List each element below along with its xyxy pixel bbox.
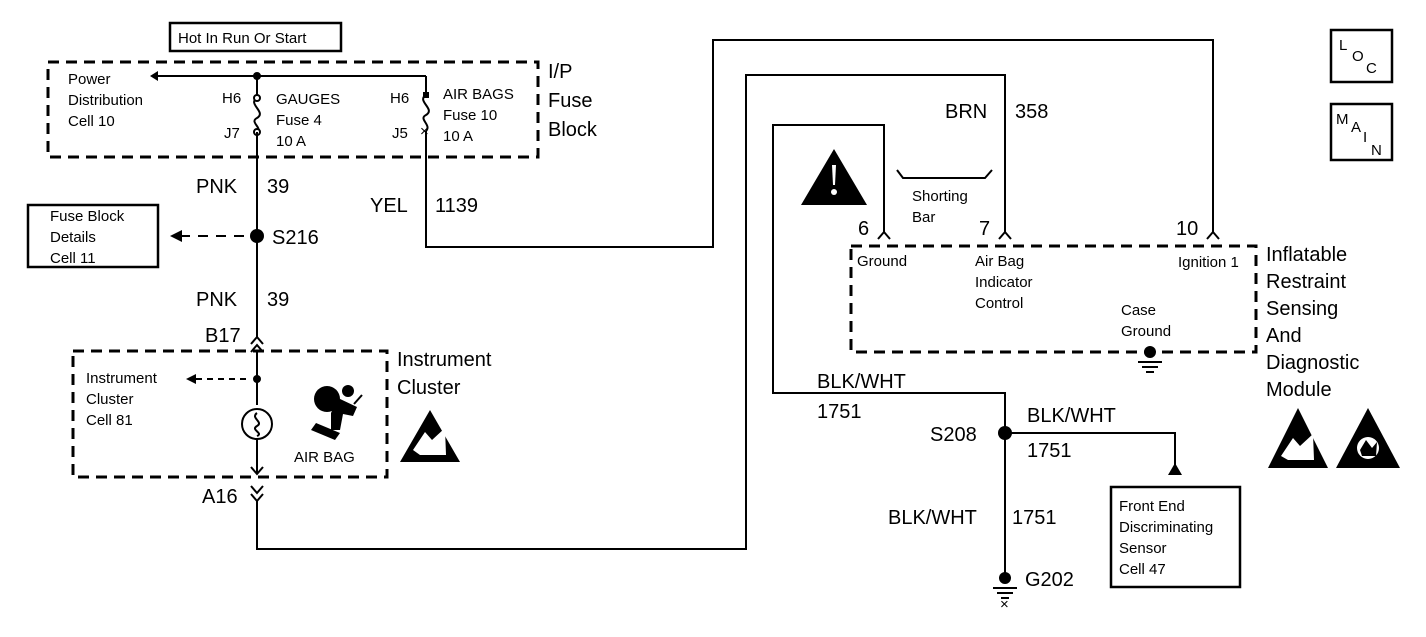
module-boundary xyxy=(849,244,1258,354)
yel-wire-label: YEL xyxy=(370,195,408,217)
esd-icon xyxy=(400,410,460,462)
esd-icon-module-2 xyxy=(1336,408,1400,468)
fuse-details-ref: Fuse Block Details Cell 11 xyxy=(50,208,128,267)
shorting-bar-label: Shorting Bar xyxy=(912,188,972,226)
airbag-fuse-symbol xyxy=(422,94,430,132)
blkwht-wire-label-3: BLK/WHT xyxy=(888,507,977,529)
loc-button[interactable] xyxy=(1329,28,1394,84)
pnk-circuit-label-1: 39 xyxy=(267,176,289,198)
blkwht-wire-label-2: BLK/WHT xyxy=(1027,405,1116,427)
ground-g202-icon: × xyxy=(993,572,1017,613)
svg-text:×: × xyxy=(1000,596,1009,613)
power-distribution-ref: Power Distribution Cell 10 xyxy=(68,71,147,130)
fuse-details-box xyxy=(26,203,160,269)
ground-icon xyxy=(1138,346,1162,373)
ground-g202-label: G202 xyxy=(1025,569,1074,591)
blkwht-circuit-label-1: 1751 xyxy=(817,401,862,423)
module-indicator-label: Air Bag Indicator Control xyxy=(975,253,1037,312)
airbag-pin-bottom: J5 xyxy=(392,125,408,142)
svg-text:×: × xyxy=(420,123,429,140)
main-button[interactable] xyxy=(1329,102,1394,162)
main-letter-4: N xyxy=(1371,142,1382,159)
pnk-circuit-label-2: 39 xyxy=(267,289,289,311)
yel-circuit-label: 1139 xyxy=(435,195,478,217)
warning-icon xyxy=(801,149,867,205)
module-ignition-label: Ignition 1 xyxy=(1178,254,1239,271)
pin-6: 6 xyxy=(858,218,869,240)
pnk-wire-label-2: PNK xyxy=(196,289,238,311)
shorting-bar xyxy=(896,169,993,179)
hot-label-box xyxy=(168,21,343,53)
case-ground-label: Case Ground xyxy=(1121,302,1171,340)
power-bus-arrow xyxy=(150,71,158,81)
main-letter-2: A xyxy=(1351,119,1361,136)
blkwht-circuit-label-2: 1751 xyxy=(1027,440,1072,462)
gauges-fuse-symbol xyxy=(253,97,261,133)
cluster-title: Instrument Cluster xyxy=(397,349,497,399)
airbag-pin-top: H6 xyxy=(390,90,409,107)
brn-wire-label: BRN xyxy=(945,101,987,123)
main-letter-3: I xyxy=(1363,129,1367,146)
connector-a16: A16 xyxy=(202,486,238,508)
main-letter-1: M xyxy=(1336,111,1349,128)
airbag-indicator-icon xyxy=(311,385,363,440)
front-sensor-box xyxy=(1109,485,1242,589)
module-title: Inflatable Restraint Sensing And Diagnos… xyxy=(1266,244,1365,401)
pin-7: 7 xyxy=(979,218,990,240)
front-sensor-ref: Front End Discriminating Sensor Cell 47 xyxy=(1119,498,1217,578)
gauges-pin-top: H6 xyxy=(222,90,241,107)
loc-letter-2: O xyxy=(1352,48,1364,65)
cluster-boundary xyxy=(71,349,389,479)
blkwht-circuit-label-3: 1751 xyxy=(1012,507,1057,529)
blkwht-wire-label-1: BLK/WHT xyxy=(817,371,906,393)
connector-b17: B17 xyxy=(205,325,241,347)
splice-s208-label: S208 xyxy=(930,424,977,446)
fuse-block-title: I/P Fuse Block xyxy=(548,61,598,141)
hot-label: Hot In Run Or Start xyxy=(178,30,307,47)
pnk-wire-label-1: PNK xyxy=(196,176,238,198)
gauges-pin-bottom: J7 xyxy=(224,125,240,142)
loc-letter-3: C xyxy=(1366,60,1377,77)
module-ground-label: Ground xyxy=(857,253,907,270)
cluster-ref: Instrument Cluster Cell 81 xyxy=(86,370,161,429)
splice-s216 xyxy=(250,229,264,243)
splice-s216-label: S216 xyxy=(272,227,319,249)
gauges-fuse-label: GAUGES Fuse 4 10 A xyxy=(276,91,344,150)
airbag-fuse-label: AIR BAGS Fuse 10 10 A xyxy=(443,86,518,145)
esd-icon-module-1 xyxy=(1268,408,1328,468)
fuse-block-boundary xyxy=(46,60,540,159)
airbag-icon-label: AIR BAG xyxy=(294,449,355,466)
loc-letter-1: L xyxy=(1339,37,1347,54)
pin-10: 10 xyxy=(1176,218,1198,240)
brn-circuit-label: 358 xyxy=(1015,101,1048,123)
